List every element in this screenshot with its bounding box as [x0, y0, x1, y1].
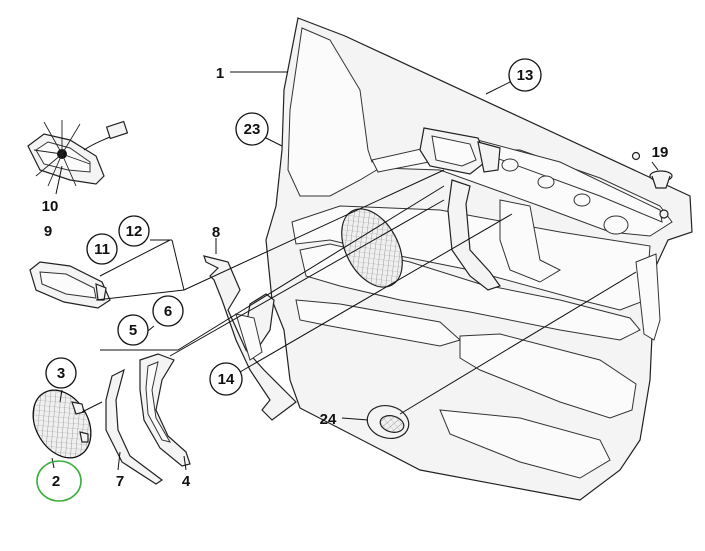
callout-label-3: 3: [57, 365, 65, 382]
inner-door-handle-bezel[interactable]: [419, 127, 501, 175]
callout-label-2: 2: [52, 473, 60, 490]
callout-label-12: 12: [126, 223, 143, 240]
callout-7: 7: [116, 473, 124, 490]
callout-19: 19: [652, 144, 669, 161]
oval-trim-emblem[interactable]: [364, 401, 413, 443]
switch-with-wiring[interactable]: [27, 120, 129, 187]
callout-6: 6: [152, 295, 184, 327]
callout-label-19: 19: [652, 144, 669, 161]
clip-fastener[interactable]: [649, 170, 673, 189]
mounting-bracket[interactable]: [203, 255, 297, 421]
callout-13: 13: [508, 58, 542, 92]
callout-label-11: 11: [94, 241, 110, 258]
callout-12: 12: [118, 215, 150, 247]
callout-label-6: 6: [164, 303, 172, 320]
callout-label-14: 14: [218, 371, 235, 388]
callout-label-13: 13: [517, 67, 534, 84]
handle-bezel-left[interactable]: [29, 261, 111, 309]
callout-label-9: 9: [44, 223, 52, 240]
callout-label-7: 7: [116, 473, 124, 490]
highlight-circle: [36, 460, 82, 502]
callout-label-10: 10: [42, 198, 59, 215]
callout-8: 8: [212, 224, 220, 241]
door-speaker-grille[interactable]: [329, 199, 414, 298]
curved-trim-strip-main[interactable]: [139, 353, 191, 467]
callout-11: 11: [86, 233, 118, 265]
callout-1: 1: [216, 65, 224, 82]
callout-2: 2: [36, 460, 82, 502]
callout-3: 3: [45, 357, 77, 389]
callout-9: 9: [44, 223, 52, 240]
callout-5: 5: [117, 314, 149, 346]
callout-label-1: 1: [216, 65, 224, 82]
callout-14: 14: [209, 362, 243, 396]
callout-4: 4: [182, 473, 191, 490]
callout-24: 24: [320, 411, 337, 428]
callout-23: 23: [235, 112, 269, 146]
callout-label-5: 5: [129, 322, 137, 339]
door-pull-handle[interactable]: [447, 179, 562, 291]
window-switch-recesses: [501, 151, 669, 235]
callout-label-8: 8: [212, 224, 220, 241]
leader-lines: [51, 71, 659, 471]
callout-label-4: 4: [182, 473, 191, 490]
callout-10: 10: [42, 198, 59, 215]
speaker-cover[interactable]: [21, 380, 102, 468]
callout-label-23: 23: [244, 121, 261, 138]
callout-label-24: 24: [320, 411, 337, 428]
